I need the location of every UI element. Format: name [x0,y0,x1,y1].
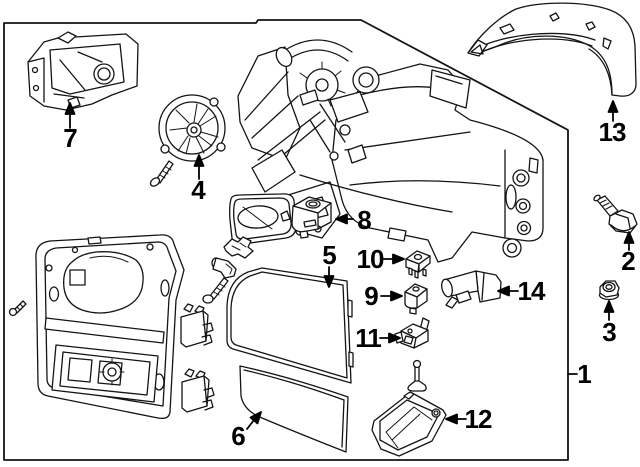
callout-10-arrow [382,253,405,265]
push-pin [407,359,427,392]
gasket-clip-lower [181,368,215,413]
glass-clip-lower [211,257,237,279]
glass-clip-upper [223,236,254,259]
left-screw [8,300,27,317]
mirror-glass [226,267,354,384]
glass-screw [202,277,229,304]
callout-8-label: 8 [357,205,372,235]
motor-screw [149,160,174,187]
lamp-socket [405,250,431,279]
callout-1-label: 1 [577,359,592,389]
flange-nut [598,280,620,301]
callout-7-label: 7 [63,123,78,153]
mirror-cap [467,2,637,97]
callout-9-arrow [380,290,403,302]
callout-3-arrow [603,300,615,321]
callout-9-label: 9 [364,281,379,311]
mirror-motor [158,94,226,162]
lamp-module [280,196,332,239]
callout-10-label: 10 [356,244,385,274]
bracket-module [394,317,430,349]
callout-12-arrow [445,413,467,425]
callout-3-label: 3 [602,317,617,347]
gasket-clip-upper [180,303,214,348]
assembly-boundary-box [3,19,569,461]
callout-arrows [64,100,635,430]
callout-11-arrow [379,332,401,344]
callout-2-label: 2 [621,246,636,276]
callout-14-arrow [497,285,519,297]
callout-8-arrow [335,213,354,225]
puddle-lamp-lens [229,193,297,245]
sail-bracket [371,391,447,457]
callout-4-label: 4 [191,175,206,205]
callout-5-label: 5 [322,240,337,270]
mount-bracket [27,31,139,111]
callout-6-label: 6 [231,421,246,451]
callout-12-label: 12 [464,404,493,434]
callout-7-arrow [64,102,76,129]
mount-bolt [593,194,638,234]
callout-4-arrow [193,154,205,180]
callout-2-arrow [623,231,635,251]
callout-14-label: 14 [517,276,546,306]
mirror-gasket-plate [35,234,185,420]
callout-11-label: 11 [355,323,381,353]
spotter-glass [239,365,349,453]
callout-5-arrow [323,266,335,288]
sensor-module [404,283,428,315]
callout-13-label: 13 [598,117,627,147]
callout-13-arrow [607,100,619,122]
fold-actuator [441,270,502,309]
callout-6-arrow [246,411,262,430]
